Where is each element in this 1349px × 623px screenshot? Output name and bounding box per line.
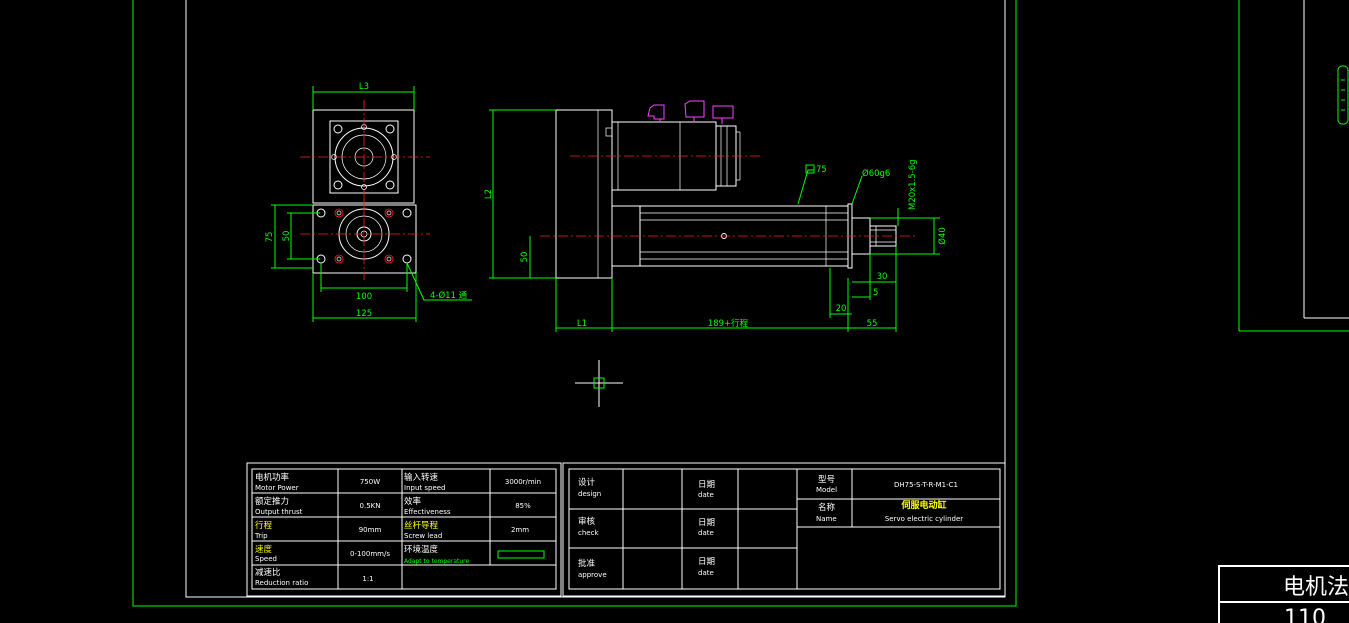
efficiency-value: 85% (515, 502, 531, 510)
date-en-1: date (698, 491, 714, 499)
dim-55: 55 (867, 319, 878, 329)
dim-thread: M20x1.5-6g (908, 159, 918, 210)
side-view (540, 109, 915, 279)
dim-100: 100 (356, 292, 372, 302)
date-cn-2: 日期 (698, 518, 715, 528)
dim-sq75: 75 (816, 165, 827, 175)
vertical-scroll-handle[interactable] (1337, 65, 1349, 125)
input-speed-cn: 输入转速 (404, 472, 439, 483)
dim-stroke: 189+行程 (708, 318, 749, 329)
name-value-en: Servo electric cylinder (885, 515, 963, 523)
date-cn-3: 日期 (698, 557, 715, 567)
dim-phi60: Ø60g6 (862, 168, 890, 179)
sheet-border (132, 0, 1349, 607)
parameter-table: 电机功率 Motor Power 750W 输入转速 Input speed 3… (246, 462, 562, 597)
efficiency-en: Effectiveness (404, 508, 451, 516)
motor-power-en: Motor Power (255, 484, 299, 492)
motor-flange-value: 110 (1284, 606, 1326, 623)
ratio-cn: 减速比 (255, 567, 281, 578)
motor-connectors (647, 100, 734, 124)
dim-30: 30 (877, 272, 888, 282)
hole-note: 4-Ø11 通 (430, 290, 468, 301)
thrust-en: Output thrust (255, 508, 303, 516)
screw-lead-cn: 丝杆导程 (404, 520, 439, 531)
model-en: Model (816, 486, 837, 494)
design-en: design (578, 490, 601, 498)
end-view-dimensions: L3 75 50 100 125 4-Ø11 通 (265, 82, 472, 322)
check-en: check (578, 529, 599, 537)
date-en-3: date (698, 569, 714, 577)
dim-20: 20 (836, 304, 847, 314)
title-block: 设计 design 审核 check 批准 approve 日期 date 日期… (562, 462, 1006, 597)
date-cn-1: 日期 (698, 480, 715, 490)
motor-power-value: 750W (360, 478, 380, 486)
dim-l1: L1 (577, 319, 587, 329)
trip-en: Trip (254, 532, 268, 540)
input-speed-en: Input speed (404, 484, 446, 492)
dim-l2: L2 (484, 189, 494, 199)
crosshair-cursor-icon[interactable] (575, 360, 623, 407)
dim-5: 5 (873, 288, 878, 298)
side-view-dimensions: L2 50 L1 189+行程 55 20 30 5 Ø40 75 Ø60g6 … (484, 109, 948, 332)
ratio-value: 1:1 (362, 575, 373, 583)
right-table-panel: 电机法 110 (1218, 565, 1349, 623)
dim-50-side: 50 (520, 252, 530, 263)
input-speed-value: 3000r/min (505, 478, 541, 486)
dim-l3: L3 (359, 82, 369, 92)
motor-power-cn: 电机功率 (255, 472, 290, 483)
model-cn: 型号 (818, 475, 835, 485)
dim-125: 125 (356, 309, 372, 319)
model-value: DH75-S-T-R-M1-C1 (894, 481, 958, 489)
screw-lead-value: 2mm (511, 526, 529, 534)
approve-cn: 批准 (578, 558, 596, 569)
trip-cn: 行程 (255, 520, 273, 531)
ratio-en: Reduction ratio (255, 579, 308, 587)
check-cn: 审核 (578, 516, 596, 527)
dim-phi40: Ø40 (937, 227, 948, 245)
motor-flange-title: 电机法 (1283, 575, 1349, 600)
name-cn: 名称 (818, 502, 836, 513)
name-en: Name (816, 515, 837, 523)
trip-value: 90mm (359, 526, 382, 534)
thrust-value: 0.5KN (360, 502, 381, 510)
env-temp-en: Adapt to temperature (404, 558, 470, 565)
approve-en: approve (578, 571, 607, 579)
efficiency-cn: 效率 (404, 496, 422, 507)
design-cn: 设计 (578, 477, 596, 488)
thrust-cn: 额定推力 (255, 496, 289, 507)
screw-lead-en: Screw lead (404, 532, 442, 540)
end-view (300, 100, 430, 280)
date-en-2: date (698, 529, 714, 537)
dim-75: 75 (265, 232, 275, 243)
name-value-cn: 伺服电动缸 (900, 499, 946, 511)
speed-value: 0-100mm/s (350, 550, 390, 558)
speed-en: Speed (255, 555, 277, 563)
speed-cn: 速度 (255, 544, 273, 555)
env-temp-cn: 环境温度 (404, 544, 439, 555)
dim-50: 50 (282, 231, 292, 242)
